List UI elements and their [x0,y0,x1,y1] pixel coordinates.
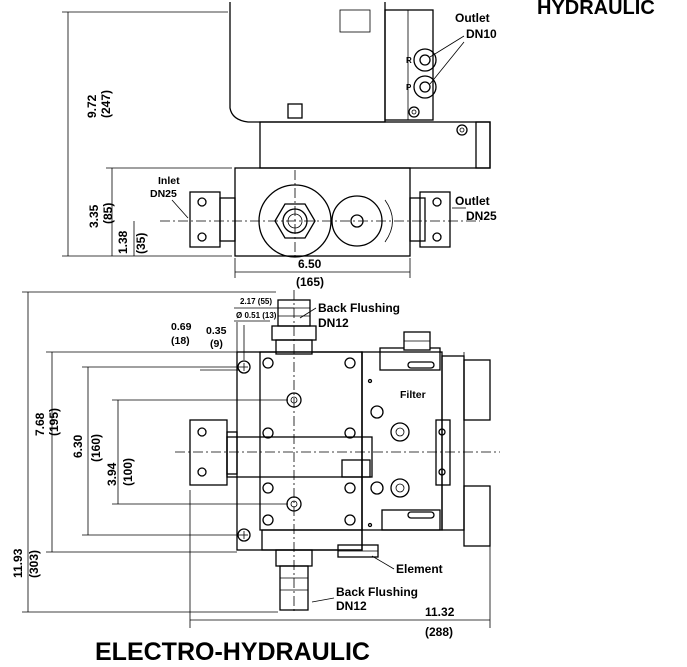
dim-port-mm: (35) [134,233,148,254]
inlet-size: DN25 [150,188,177,200]
dim-height-in: 9.72 [85,94,99,118]
back-flushing-bottom-label: Back Flushing [336,585,418,599]
dim-body-mm: (85) [101,203,115,224]
bottom-view: Filter Back Flushing DN12 Element Back F… [11,290,500,639]
filter-label: Filter [400,389,426,401]
dim-body-in: 3.35 [87,204,101,228]
hydraulic-header: HYDRAULIC [537,0,655,19]
outlet-dn10-label: Outlet [455,11,490,25]
back-flushing-bottom-size: DN12 [336,599,367,613]
dim-217: 2.17 (55) [240,297,272,306]
dim-width-mm: (165) [296,275,324,289]
inlet-label: Inlet [158,175,180,187]
dim-630-mm: (160) [89,434,103,462]
dim-069-in: 0.69 [171,321,192,333]
dim-width-bottom-in: 11.32 [425,605,455,619]
dim-width-bottom-mm: (288) [425,625,453,639]
dim-768-in: 7.68 [33,412,47,436]
dim-total-mm: (303) [27,550,41,578]
port-letter-p: P [406,83,412,92]
element-label: Element [396,562,443,576]
top-view: R P Outlet DN10 Inlet DN25 [62,2,497,289]
back-flushing-top-label: Back Flushing [318,301,400,315]
outlet-dn25-label: Outlet [455,194,490,208]
dim-035-mm: (9) [210,338,223,350]
outlet-dn10-size: DN10 [466,27,497,41]
electro-hydraulic-caption: ELECTRO-HYDRAULIC [95,638,370,666]
back-flushing-top-size: DN12 [318,316,349,330]
dim-394-in: 3.94 [105,462,119,486]
dim-width-in: 6.50 [298,257,322,271]
dim-port-in: 1.38 [116,230,130,254]
dim-630-in: 6.30 [71,434,85,458]
dim-069-mm: (18) [171,335,190,347]
dim-394-mm: (100) [121,458,135,486]
dim-035-in: 0.35 [206,325,227,337]
port-letter-r: R [406,56,412,65]
dim-051: Ø 0.51 (13) [236,311,277,320]
dim-768-mm: (195) [47,408,61,436]
dim-total-in: 11.93 [11,548,25,578]
outlet-dn25-size: DN25 [466,209,497,223]
dim-height-mm: (247) [99,90,113,118]
